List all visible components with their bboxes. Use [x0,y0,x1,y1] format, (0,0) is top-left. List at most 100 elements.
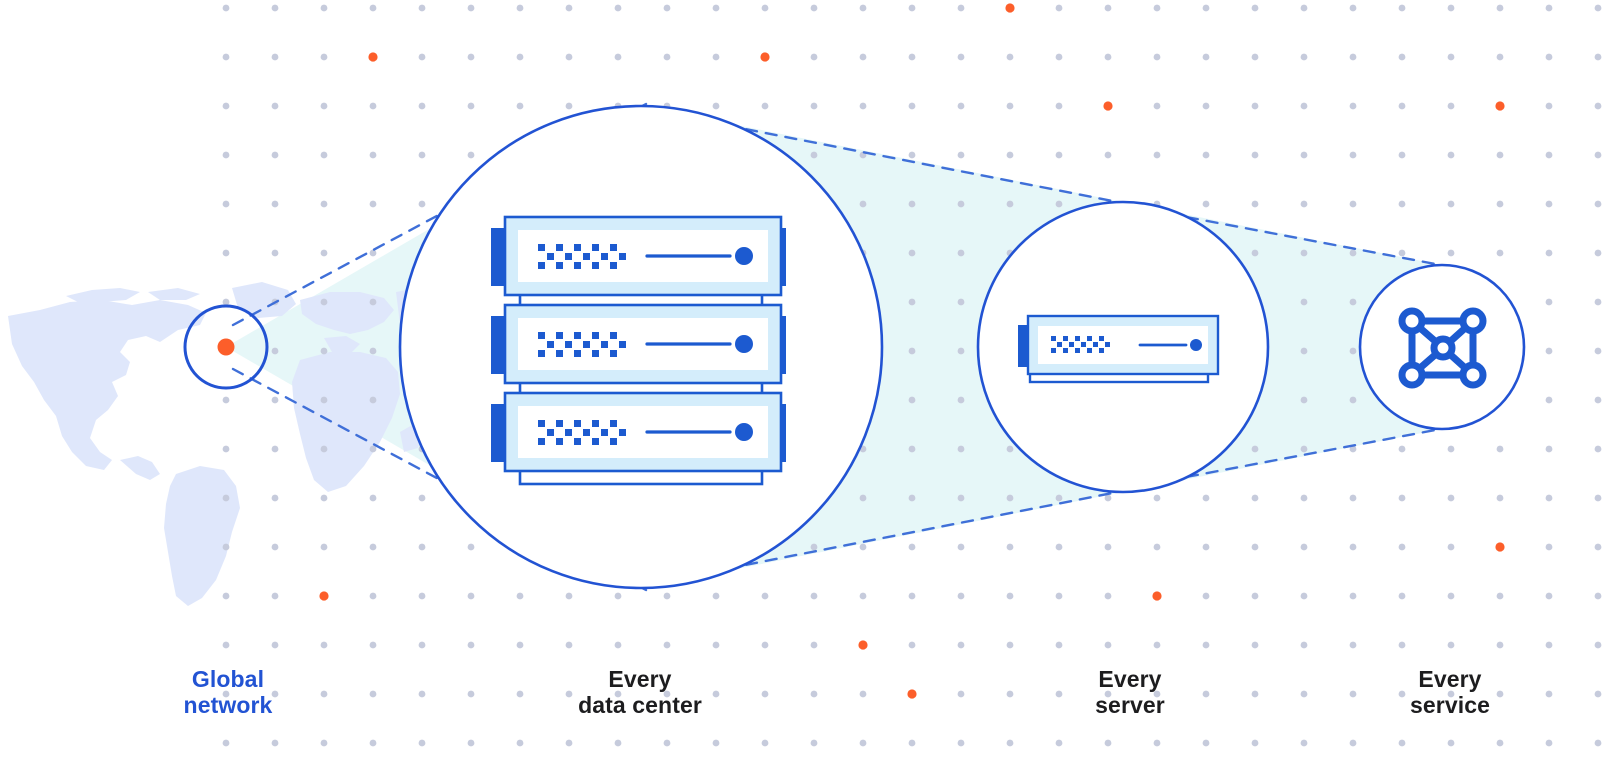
grid-dot [859,102,867,110]
grid-dot [957,543,965,551]
grid-dot [1447,4,1455,12]
grid-dot [908,592,916,600]
grid-dot [1349,4,1357,12]
grid-dot [418,543,426,551]
grid-dot [810,543,818,551]
grid-dot [957,494,965,502]
grid-dot [1349,249,1357,257]
grid-dot [565,53,573,61]
grid-dot [418,641,426,649]
grid-dot [320,249,328,257]
grid-dot-highlight [1495,101,1505,111]
grid-dot [1202,200,1210,208]
grid-dot [1545,396,1553,404]
grid-dot [516,102,524,110]
grid-dot [1594,347,1602,355]
grid-dot [418,494,426,502]
grid-dot [1496,249,1504,257]
grid-dot [957,249,965,257]
grid-dot-highlight [368,52,378,62]
grid-dot [1349,592,1357,600]
grid-dot [565,641,573,649]
grid-dot [1594,494,1602,502]
grid-dot [271,690,279,698]
grid-dot [810,690,818,698]
grid-dot [1398,641,1406,649]
grid-dot [516,4,524,12]
grid-dot [1594,4,1602,12]
grid-dot [1153,53,1161,61]
grid-dot-highlight [760,52,770,62]
grid-dot [1202,4,1210,12]
grid-dot [1153,543,1161,551]
grid-dot [614,641,622,649]
grid-dot [418,200,426,208]
grid-dot [810,4,818,12]
grid-dot [222,592,230,600]
grid-dot [1055,200,1063,208]
grid-dot [614,690,622,698]
grid-dot [1104,4,1112,12]
grid-dot [1447,445,1455,453]
grid-dot [320,494,328,502]
grid-dot [1496,4,1504,12]
grid-dot [1300,396,1308,404]
grid-dot [1104,151,1112,159]
grid-dot [1545,690,1553,698]
grid-dot [369,641,377,649]
grid-dot [1104,739,1112,747]
grid-dot [908,641,916,649]
grid-dot [1104,53,1112,61]
grid-dot [810,53,818,61]
grid-dot [1300,4,1308,12]
grid-dot [957,298,965,306]
grid-dot [320,53,328,61]
grid-dot [222,445,230,453]
grid-dot [1153,494,1161,502]
grid-dot [320,445,328,453]
grid-dot [1545,4,1553,12]
grid-dot [1006,739,1014,747]
grid-dot [1300,592,1308,600]
stage-circles [183,104,1526,590]
grid-dot [1202,641,1210,649]
grid-dot [1300,494,1308,502]
grid-dot [1594,53,1602,61]
grid-dot-highlight [1495,542,1505,552]
grid-dot [1398,543,1406,551]
grid-dot [1006,53,1014,61]
grid-dot [1447,53,1455,61]
grid-dot [1349,494,1357,502]
grid-dot [1006,592,1014,600]
grid-dot [1447,494,1455,502]
grid-dot [1055,494,1063,502]
grid-dot [271,494,279,502]
grid-dot [1594,739,1602,747]
grid-dot [1300,298,1308,306]
grid-dot [1300,641,1308,649]
grid-dot [1398,445,1406,453]
grid-dot [1398,739,1406,747]
service-mesh-nodes [1398,307,1487,389]
grid-dot [467,4,475,12]
grid-dot-highlight [319,591,329,601]
grid-dot [1545,298,1553,306]
grid-dot [1349,200,1357,208]
grid-dot [1153,4,1161,12]
grid-dot [908,298,916,306]
grid-dot [1398,200,1406,208]
grid-dot [1202,739,1210,747]
grid-dot [1006,200,1014,208]
grid-dot [369,347,377,355]
grid-dot [1447,641,1455,649]
grid-dot [369,543,377,551]
grid-dot [1496,53,1504,61]
grid-dot [320,102,328,110]
grid-dot [271,739,279,747]
grid-dot [1447,739,1455,747]
rack-unit-1 [491,215,786,297]
grid-dot [1349,739,1357,747]
grid-dot [1496,445,1504,453]
grid-dot [712,690,720,698]
grid-dot [1153,690,1161,698]
